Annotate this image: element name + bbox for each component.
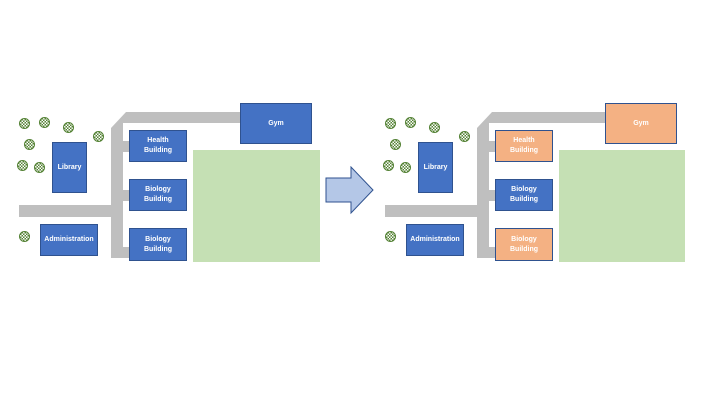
building-biology-1[interactable]: Biology Building <box>129 179 187 211</box>
building-administration[interactable]: Administration <box>40 224 98 256</box>
road-spine <box>477 128 489 258</box>
building-label: Biology Building <box>144 186 172 203</box>
road-spur-biology-1 <box>486 190 496 201</box>
tree-icon <box>385 231 396 242</box>
building-label: Library <box>423 163 448 171</box>
tree-icon <box>385 118 396 129</box>
building-label: Gym <box>633 119 649 127</box>
building-label: Administration <box>44 236 94 243</box>
tree-icon <box>400 162 411 173</box>
building-label: Biology Building <box>510 186 538 203</box>
road-main <box>19 205 123 217</box>
tree-icon <box>19 231 30 242</box>
tree-icon <box>459 131 470 142</box>
building-label: Health Building <box>144 137 172 154</box>
road-spur-biology-2 <box>120 247 130 258</box>
road-spur-health <box>486 141 496 152</box>
building-biology-1[interactable]: Biology Building <box>495 179 553 211</box>
road-spur-biology-2 <box>486 247 496 258</box>
building-library[interactable]: Library <box>418 142 453 193</box>
tree-icon <box>390 139 401 150</box>
road-to-gym <box>492 112 608 123</box>
building-gym[interactable]: Gym <box>240 103 312 144</box>
tree-icon <box>63 122 74 133</box>
tree-icon <box>405 117 416 128</box>
road-corner <box>111 112 130 131</box>
road-spur-health <box>120 141 130 152</box>
building-label: Library <box>57 163 82 171</box>
building-health[interactable]: Health Building <box>129 130 187 162</box>
road-to-gym <box>126 112 242 123</box>
road-corner <box>477 112 496 131</box>
tree-icon <box>34 162 45 173</box>
campus-map-after: Library Administration Health Building B… <box>366 0 720 405</box>
tree-icon <box>39 117 50 128</box>
building-label: Biology Building <box>144 235 172 253</box>
tree-icon <box>383 160 394 171</box>
road-spur-biology-1 <box>120 190 130 201</box>
building-label: Biology Building <box>510 235 538 253</box>
green-field <box>193 150 320 262</box>
green-field <box>559 150 685 262</box>
building-health-highlighted[interactable]: Health Building <box>495 130 553 162</box>
building-administration[interactable]: Administration <box>406 224 464 256</box>
right-arrow-icon <box>325 166 374 215</box>
tree-icon <box>19 118 30 129</box>
tree-icon <box>429 122 440 133</box>
building-label: Health Building <box>510 137 538 154</box>
campus-map-before: Library Administration Health Building B… <box>17 103 320 262</box>
building-label: Gym <box>268 119 284 127</box>
building-biology-2[interactable]: Biology Building <box>129 228 187 261</box>
tree-icon <box>24 139 35 150</box>
building-library[interactable]: Library <box>52 142 87 193</box>
building-label: Administration <box>410 236 460 243</box>
tree-icon <box>17 160 28 171</box>
building-gym-highlighted[interactable]: Gym <box>605 103 677 144</box>
road-main <box>385 205 489 217</box>
road-spine <box>111 128 123 258</box>
building-biology-2-highlighted[interactable]: Biology Building <box>495 228 553 261</box>
tree-icon <box>93 131 104 142</box>
